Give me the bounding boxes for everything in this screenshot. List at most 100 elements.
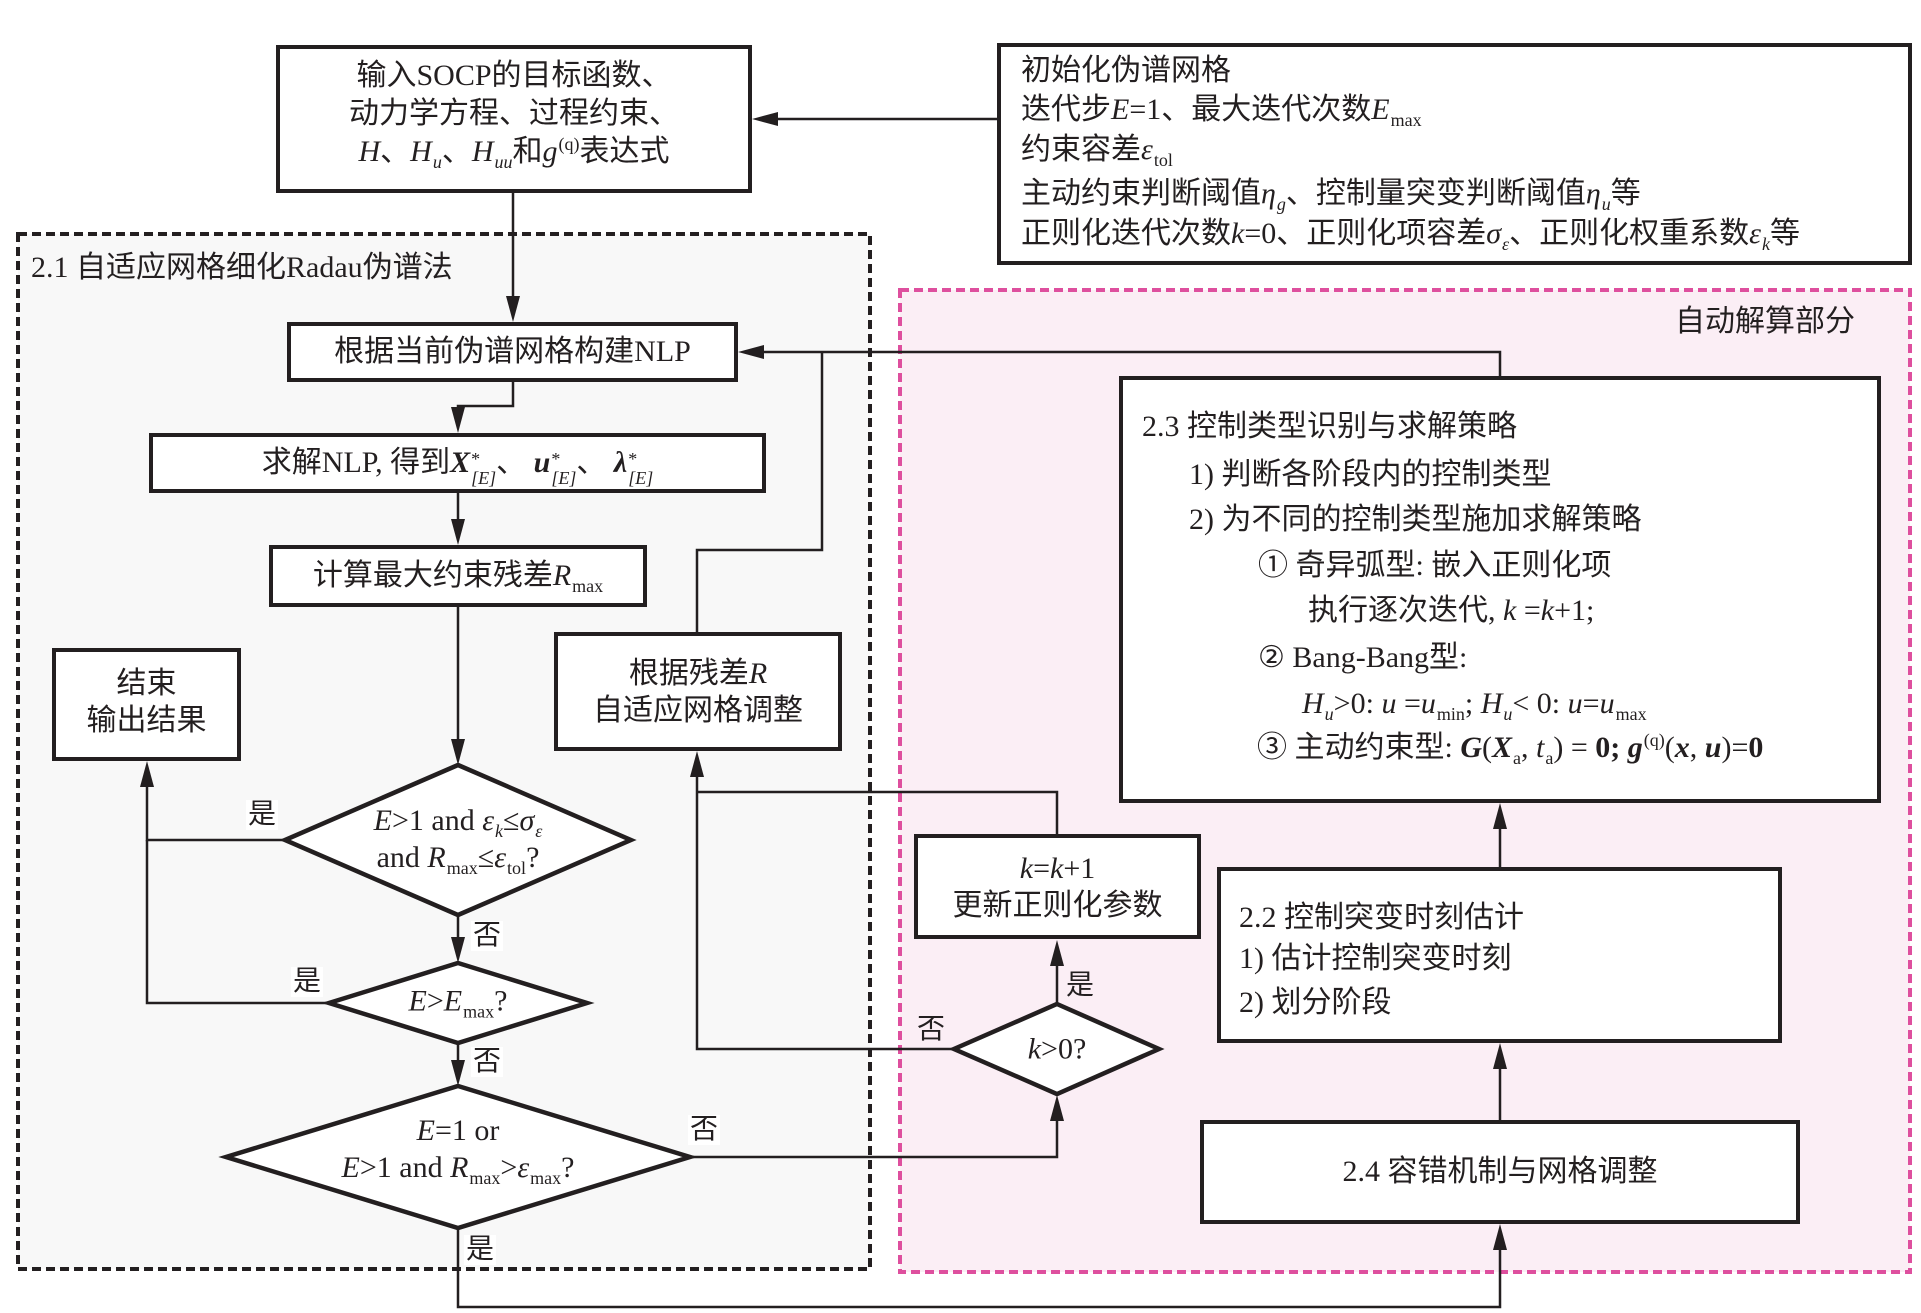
subscript: ε [1502, 233, 1510, 254]
text-run [1620, 731, 1628, 764]
init-line: 正则化迭代次数k=0、正则化项容差σε、正则化权重系数εk等 [1021, 214, 1800, 254]
control-type-line: 执行逐次迭代, k =k+1; [1308, 591, 1594, 631]
control-type-line: ③ 主动约束型: G(Xa, ta) = 0; g(q)(x, u)=0 [1257, 728, 1763, 768]
connector-control-type-to-build-nlp [752, 350, 1502, 376]
subscript: a [1545, 747, 1554, 768]
text-run: g(q) [1627, 730, 1665, 764]
text-run: 等 [1610, 177, 1641, 210]
text-run: 计算最大约束残差 [312, 559, 553, 592]
edge-label-no: 否 [916, 1014, 946, 1045]
text-run: ? [561, 1151, 575, 1184]
subscript: max [530, 1167, 562, 1188]
text-run: u*[E] [533, 446, 577, 488]
text-run: ≤ [503, 804, 520, 837]
text-run: σε [519, 804, 543, 841]
arrowhead-up [1050, 940, 1064, 966]
text-run: 0; [1595, 731, 1621, 764]
max-iter-check-diamond [321, 960, 595, 1046]
edge-label-yes: 是 [290, 966, 324, 997]
connector-build-to-solve [456, 382, 515, 420]
refine-check-diamond [218, 1083, 698, 1231]
superscript: (q) [558, 134, 580, 155]
text-run: Hu [410, 135, 442, 172]
subscript: max [572, 575, 604, 596]
connector-max-iter-yes-to-end [145, 840, 329, 1005]
fault-tolerance-box: 2.4 容错机制与网格调整 [1200, 1120, 1800, 1224]
converge-check-line: and Rmax≤εtol? [376, 839, 540, 878]
text-run: ( [1482, 731, 1493, 764]
text-run: ? [494, 984, 508, 1018]
edge-label-yes: 是 [1065, 970, 1095, 1001]
text-run: Emax [443, 984, 495, 1022]
subscript: u [1503, 703, 1513, 724]
text-run: = [1582, 687, 1600, 720]
text-run: >0? [1041, 1032, 1087, 1066]
text-run: and [376, 841, 428, 874]
text-run: Huu [471, 135, 513, 172]
arrowhead-down [451, 407, 465, 433]
subscript: k [495, 820, 504, 841]
update-regularization-line: 更新正则化参数 [952, 888, 1163, 922]
switch-time-heading: 2.2 控制突变时刻估计 [1239, 901, 1524, 934]
refine-check-line: E>1 and Rmax>εmax? [342, 1149, 575, 1188]
mesh-adjust-line: 根据残差R [629, 655, 767, 692]
connector-k-check-no-to-mesh-adjust [695, 765, 954, 1051]
superscript: * [471, 448, 481, 469]
text-run: 等 [1769, 217, 1800, 250]
arrowhead-up [1493, 1224, 1507, 1250]
subscript: u [1601, 193, 1611, 214]
edge-label-no: 否 [687, 1114, 721, 1145]
text-run: εmax [517, 1151, 562, 1188]
text-run: , [1689, 731, 1705, 764]
text-run: 、 [441, 135, 472, 168]
text-run: εtol [1141, 133, 1173, 170]
text-run: εtol [494, 841, 527, 878]
k-check-line: k>0? [1028, 1031, 1087, 1068]
text-run: >1 and [359, 1151, 451, 1184]
text-run: >0: [1333, 687, 1382, 720]
edge-label-no: 否 [470, 1046, 504, 1077]
text-run: k [1027, 1032, 1042, 1066]
subscript: g [1276, 193, 1286, 214]
init-line: 主动约束判断阈值ηg、控制量突变判断阈值ηu等 [1021, 174, 1641, 214]
text-run: 正则化迭代次数 [1021, 217, 1231, 250]
text-run: > [426, 984, 444, 1018]
text-run: ③ 主动约束型: [1257, 731, 1461, 764]
text-run: k [1231, 217, 1245, 250]
text-run: R [748, 656, 768, 690]
edge-label-no: 否 [470, 920, 504, 951]
converge-check-line: E>1 and εk≤σε [374, 802, 543, 841]
text-run: > [500, 1151, 518, 1184]
text-run: 求解NLP, 得到 [261, 446, 451, 479]
text-run: εk [1749, 217, 1770, 254]
arrowhead-left [752, 112, 778, 126]
switch-time-line: 1) 估计控制突变时刻 [1239, 942, 1512, 975]
control-type-heading: 2.3 控制类型识别与求解策略 [1142, 410, 1517, 443]
arrowhead-left [738, 345, 764, 359]
refine-check-line: E=1 or [417, 1112, 500, 1149]
text-run: =0、正则化项容差 [1244, 217, 1487, 250]
text-run: 主动约束判断阈值 [1021, 177, 1261, 210]
text-run: σε [1486, 217, 1510, 254]
text-run: ta [1536, 731, 1554, 768]
text-run: ηg [1261, 177, 1286, 214]
text-run: Rmax [552, 559, 604, 596]
switch-time-line: 2) 划分阶段 [1239, 986, 1392, 1019]
edge-label-yes: 是 [245, 799, 279, 830]
switch-time-box: 2.2 控制突变时刻估计 1) 估计控制突变时刻 2) 划分阶段 [1217, 867, 1782, 1043]
text-run: k [1019, 851, 1034, 885]
script-stack: *[E] [551, 448, 576, 488]
superscript: * [551, 448, 561, 469]
solve-nlp-text: 求解NLP, 得到X*[E]、 u*[E]、 λ*[E] [261, 444, 653, 488]
init-line: 约束容差εtol [1021, 130, 1173, 170]
arrowhead-down [451, 739, 465, 765]
mesh-adjust-line: 自适应网格调整 [593, 693, 803, 727]
text-run: umin [1420, 687, 1465, 724]
text-run: ( [1664, 731, 1675, 764]
control-type-line: Hu>0: u =umin; Hu< 0: u=umax [1302, 684, 1647, 724]
text-run: H [358, 135, 381, 168]
script-stack: *[E] [471, 448, 496, 488]
subscript: ε [535, 820, 543, 841]
text-run: 执行逐次迭代, [1308, 594, 1503, 627]
k-check-text: k>0? [1028, 1031, 1087, 1068]
